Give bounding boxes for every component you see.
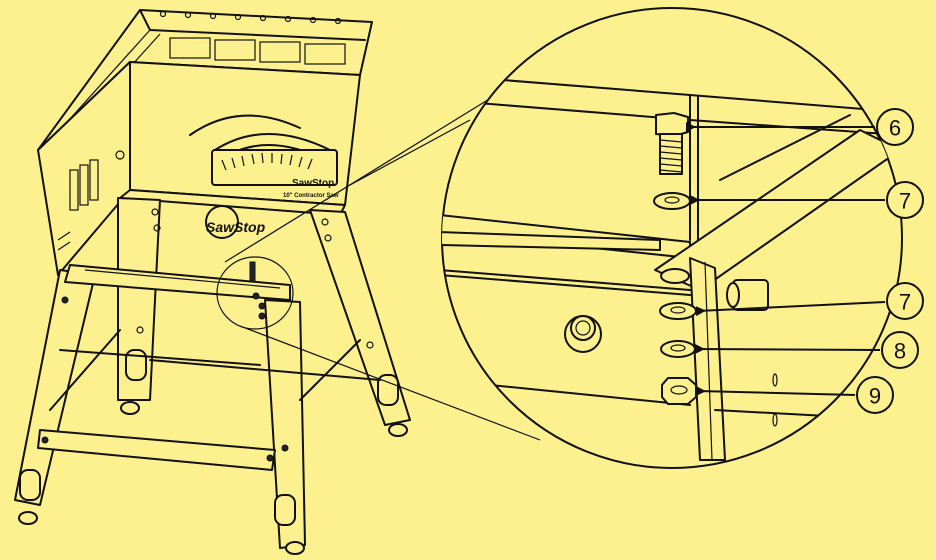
callout-6-number: 6 <box>889 116 901 141</box>
bracket-hole <box>660 268 690 284</box>
callout-7-lower: 7 <box>695 282 924 320</box>
saw-cabinet-front: SawStop 10" Contractor Saw <box>115 61 361 206</box>
washer-upper <box>653 192 691 210</box>
table-saw-illustration: SawStop 10" Contractor Saw SawStop <box>14 9 411 555</box>
stand-rails <box>37 264 381 471</box>
hardware-stack <box>653 112 697 405</box>
stand-feet <box>18 401 408 555</box>
callout-8-number: 8 <box>894 339 906 364</box>
callout-7-upper-number: 7 <box>899 189 911 214</box>
stand-legs <box>14 197 411 549</box>
bolt <box>655 112 689 175</box>
callout-6: 6 <box>686 108 914 146</box>
magnify-leaders <box>224 79 541 441</box>
panel-brand-label: SawStop <box>292 178 334 189</box>
side-vent <box>69 159 99 211</box>
callout-7-upper: 7 <box>690 181 924 219</box>
magnified-detail <box>441 7 903 469</box>
callout-8: 8 <box>694 331 919 369</box>
washer-lower <box>659 302 697 320</box>
detail-source-circle <box>216 256 294 330</box>
callout-9: 9 <box>695 376 894 414</box>
saw-cabinet-side <box>37 61 131 276</box>
panel-model-label: 10" Contractor Saw <box>283 193 339 199</box>
callout-7-lower-number: 7 <box>899 290 911 315</box>
lock-washer <box>660 340 696 358</box>
hex-nut <box>661 377 697 405</box>
callouts: 6 7 7 8 9 <box>686 108 924 414</box>
bevel-scale <box>211 133 338 186</box>
sawstop-logo-badge: SawStop <box>205 205 266 239</box>
saw-table-top <box>37 9 373 151</box>
callout-9-number: 9 <box>869 384 881 409</box>
table-top-cutouts <box>169 37 346 65</box>
leg-brand-label: SawStop <box>206 219 266 235</box>
